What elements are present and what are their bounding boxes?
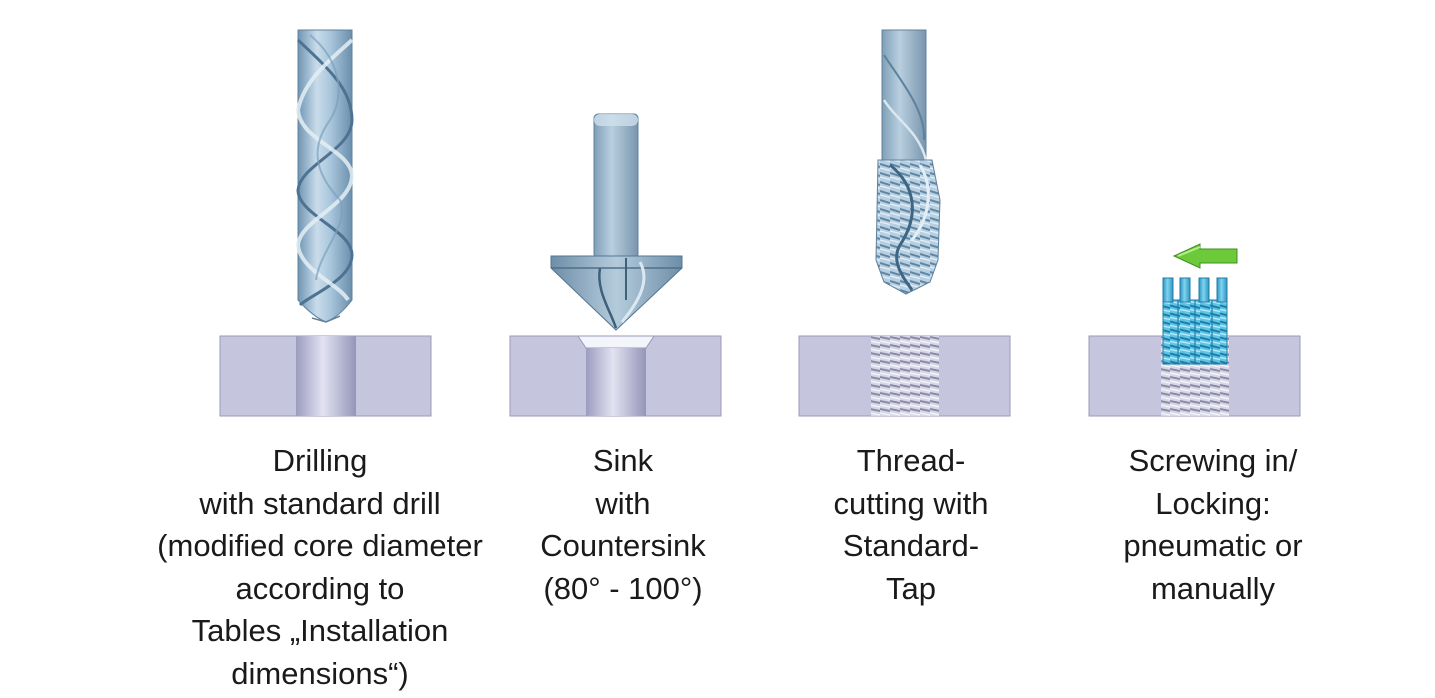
threaded-hole	[871, 336, 939, 416]
caption-line: Screwing in/	[1128, 443, 1298, 478]
caption-thread-cutting: Thread- cutting with Standard- Tap	[780, 440, 1042, 610]
drilled-hole	[296, 336, 356, 416]
caption-line: manually	[1150, 570, 1276, 606]
caption-sinking: Sink with Countersink (80° - 100°)	[492, 440, 754, 610]
tap-icon	[875, 29, 941, 295]
caption-drilling: Drilling with standard drill (modified c…	[120, 440, 520, 695]
workpiece-block-drilled	[219, 335, 432, 417]
step-sinking	[509, 113, 722, 417]
workpiece-block-threaded	[798, 335, 1011, 417]
countersink-icon	[550, 113, 683, 331]
caption-line: with standard drill	[199, 485, 441, 521]
caption-line: Drilling	[272, 443, 368, 478]
caption-line: Thread-	[856, 443, 966, 478]
arrow-left-icon	[1172, 243, 1238, 269]
caption-line: with	[595, 485, 651, 521]
caption-line: Sink	[592, 443, 654, 478]
caption-line: Tables „Installation	[191, 613, 449, 648]
caption-screwing: Screwing in/ Locking: pneumatic or manua…	[1082, 440, 1344, 610]
caption-line: Locking:	[1155, 485, 1271, 521]
caption-line: pneumatic or	[1123, 528, 1303, 563]
caption-line: Standard-	[842, 528, 980, 563]
step-drilling	[219, 29, 432, 417]
caption-line: Countersink	[540, 528, 706, 563]
caption-line: cutting with	[833, 485, 989, 521]
caption-line: (80° - 100°)	[543, 570, 703, 606]
step-screwing	[1088, 243, 1301, 417]
workpiece-block-countersunk	[509, 335, 722, 417]
twist-drill-icon	[295, 29, 355, 323]
caption-line: (modified core diameter	[157, 528, 483, 563]
caption-line: Tap	[886, 570, 936, 606]
caption-line: according to	[235, 570, 405, 606]
step-thread-cutting	[798, 29, 1011, 417]
caption-line: dimensions“)	[231, 655, 409, 691]
countersunk-hole	[586, 348, 646, 416]
thread-insert-icon	[1162, 277, 1228, 365]
